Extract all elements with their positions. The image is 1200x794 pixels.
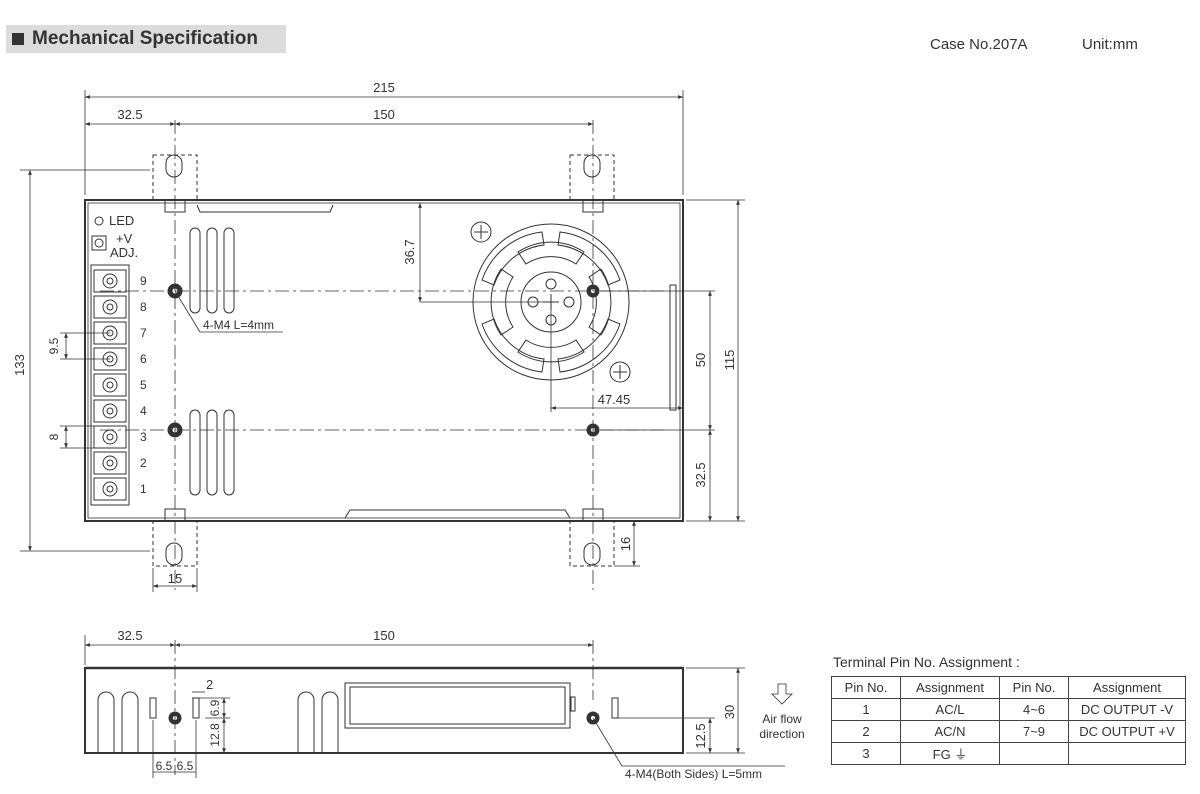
pin-number: 8	[140, 300, 147, 314]
led-icon	[94, 216, 104, 226]
table-cell	[1068, 742, 1186, 765]
table-cell: AC/L	[900, 698, 1000, 721]
dim-47-45-label: 47.45	[598, 392, 631, 407]
dim-32-5-label: 32.5	[117, 107, 142, 122]
top-view	[84, 120, 684, 590]
dim-8-label: 8	[47, 433, 61, 440]
bullet-square-icon	[12, 33, 24, 45]
dim-6-9-label: 6.9	[208, 699, 222, 716]
airflow-arrow-icon	[771, 683, 793, 705]
dim-2-label: 2	[206, 677, 213, 692]
dim-32-5-right-label: 32.5	[693, 462, 708, 487]
table-cell: 7~9	[999, 720, 1069, 743]
dim-12-8-label: 12.8	[208, 723, 222, 747]
dim-15-label: 15	[168, 571, 182, 586]
dim-9-5-label: 9.5	[47, 337, 61, 354]
terminal-block	[90, 264, 130, 506]
table-cell: 4~6	[999, 698, 1069, 721]
pin-number: 5	[140, 378, 147, 392]
pin-number: 4	[140, 404, 147, 418]
table-header-cell: Pin No.	[999, 676, 1069, 699]
table-row: 2 AC/N 7~9 DC OUTPUT +V	[831, 720, 1186, 743]
side-screw-note: 4-M4(Both Sides) L=5mm	[625, 767, 762, 781]
pin-number: 3	[140, 430, 147, 444]
led-label: LED	[109, 213, 134, 228]
table-cell: AC/N	[900, 720, 1000, 743]
case-number: Case No.207A	[930, 36, 1028, 53]
table-cell: DC OUTPUT +V	[1068, 720, 1186, 743]
adj-v-label: +V	[116, 231, 133, 246]
table-header-row: Pin No. Assignment Pin No. Assignment	[831, 676, 1186, 699]
dim-16-label: 16	[618, 537, 633, 551]
adj-label: ADJ.	[110, 245, 138, 260]
pin-number: 2	[140, 456, 147, 470]
pin-number: 9	[140, 274, 147, 288]
dim-150-label: 150	[373, 107, 395, 122]
dim-115-label: 115	[722, 350, 737, 371]
pin-number: 7	[140, 326, 147, 340]
table-header-cell: Assignment	[900, 676, 1000, 699]
table-cell: DC OUTPUT -V	[1068, 698, 1186, 721]
pin-number: 1	[140, 482, 147, 496]
table-header-cell: Pin No.	[831, 676, 901, 699]
table-cell: 3	[831, 742, 901, 765]
side-view	[84, 666, 684, 754]
side-dim-150-label: 150	[373, 628, 395, 643]
top-case-outline	[84, 199, 684, 522]
table-cell: 1	[831, 698, 901, 721]
table-cell	[999, 742, 1069, 765]
terminal-screws	[93, 269, 127, 501]
dim-30-label: 30	[722, 705, 737, 719]
pin-number: 6	[140, 352, 147, 366]
fan-screw-icon	[470, 221, 492, 243]
dim-12-5-label: 12.5	[693, 723, 708, 748]
dim-215-label: 215	[373, 80, 395, 95]
table-cell: 2	[831, 720, 901, 743]
mount-slot-icon	[165, 154, 183, 178]
pin-table-title: Terminal Pin No. Assignment :	[833, 654, 1020, 670]
dim-50-label: 50	[693, 353, 708, 367]
dim-36-7-label: 36.7	[402, 239, 417, 264]
side-dim-32-5-label: 32.5	[117, 628, 142, 643]
dim-6-5a-label: 6.5	[156, 759, 173, 773]
table-header-cell: Assignment	[1068, 676, 1186, 699]
section-header: Mechanical Specification	[6, 25, 286, 53]
airflow-label-1: Air flow	[762, 712, 802, 726]
top-screw-note: 4-M4 L=4mm	[203, 318, 274, 332]
dim-6-5b-label: 6.5	[177, 759, 194, 773]
table-row: 3 FG ⏚	[831, 742, 1186, 765]
pin-assignment-table: Pin No. Assignment Pin No. Assignment 1 …	[831, 676, 1186, 765]
table-cell: FG ⏚	[900, 742, 1000, 765]
unit-label: Unit:mm	[1082, 36, 1138, 53]
dim-133-label: 133	[12, 354, 27, 376]
table-row: 1 AC/L 4~6 DC OUTPUT -V	[831, 698, 1186, 721]
section-title: Mechanical Specification	[32, 28, 258, 49]
airflow-label-2: direction	[759, 727, 804, 741]
